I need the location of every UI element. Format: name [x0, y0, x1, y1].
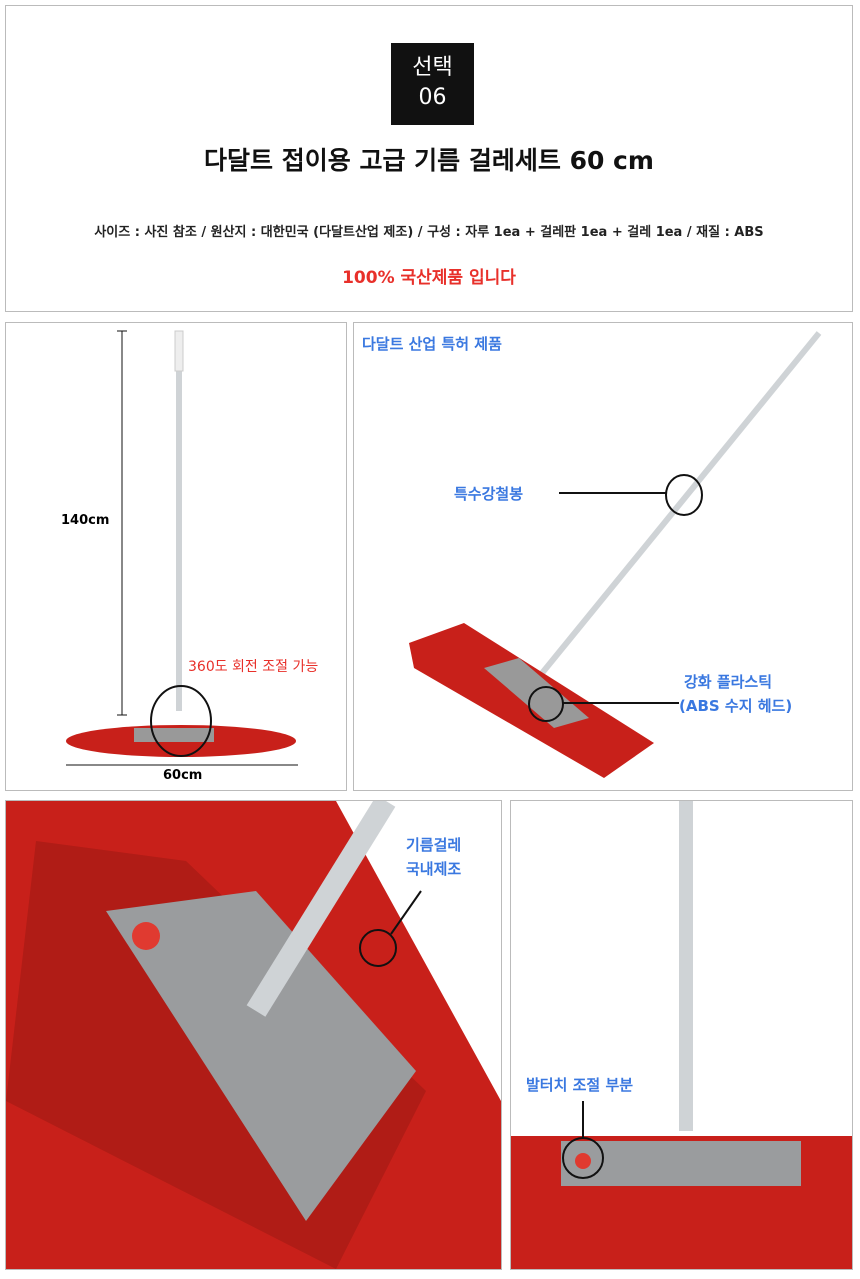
mop-closeup-panel: 기름걸레 국내제조	[5, 800, 502, 1270]
mop-label-1: 기름걸레	[406, 836, 462, 854]
rod-label: 특수강철봉	[454, 485, 524, 503]
badge-number: 06	[418, 85, 447, 110]
mop-angled-image	[409, 331, 822, 778]
badge-label: 선택	[412, 55, 453, 80]
mop-foot-image	[511, 801, 852, 1269]
option-badge: 선택 06	[391, 43, 474, 125]
patent-label: 다달트 산업 특허 제품	[362, 335, 502, 353]
head-label-1: 강화 플라스틱	[684, 673, 773, 691]
made-in-korea: 100% 국산제품 입니다	[342, 268, 516, 288]
patent-panel: 다달트 산업 특허 제품 특수강철봉 강화 플라스틱 (ABS 수지 헤드)	[353, 322, 853, 791]
product-specs: 사이즈 : 사진 참조 / 원산지 : 대한민국 (다달트산업 제조) / 구성…	[94, 225, 764, 240]
mop-label-2: 국내제조	[406, 860, 462, 878]
mop-closeup-image	[6, 801, 501, 1269]
product-title: 다달트 접이용 고급 기름 걸레세트 60 cm	[204, 146, 654, 175]
dimension-panel: 140cm 60cm 360도 회전 조절 가능	[5, 322, 347, 791]
product-header: 선택 06 다달트 접이용 고급 기름 걸레세트 60 cm 사이즈 : 사진 …	[5, 5, 853, 312]
width-label: 60cm	[163, 768, 203, 783]
height-label: 140cm	[61, 513, 110, 528]
mop-dimension-image	[66, 330, 298, 766]
head-label-2: (ABS 수지 헤드)	[679, 697, 793, 715]
foot-adjust-panel: 발터치 조절 부분	[510, 800, 853, 1270]
rotation-label: 360도 회전 조절 가능	[188, 659, 319, 675]
foot-adjust-label: 발터치 조절 부분	[526, 1076, 634, 1094]
